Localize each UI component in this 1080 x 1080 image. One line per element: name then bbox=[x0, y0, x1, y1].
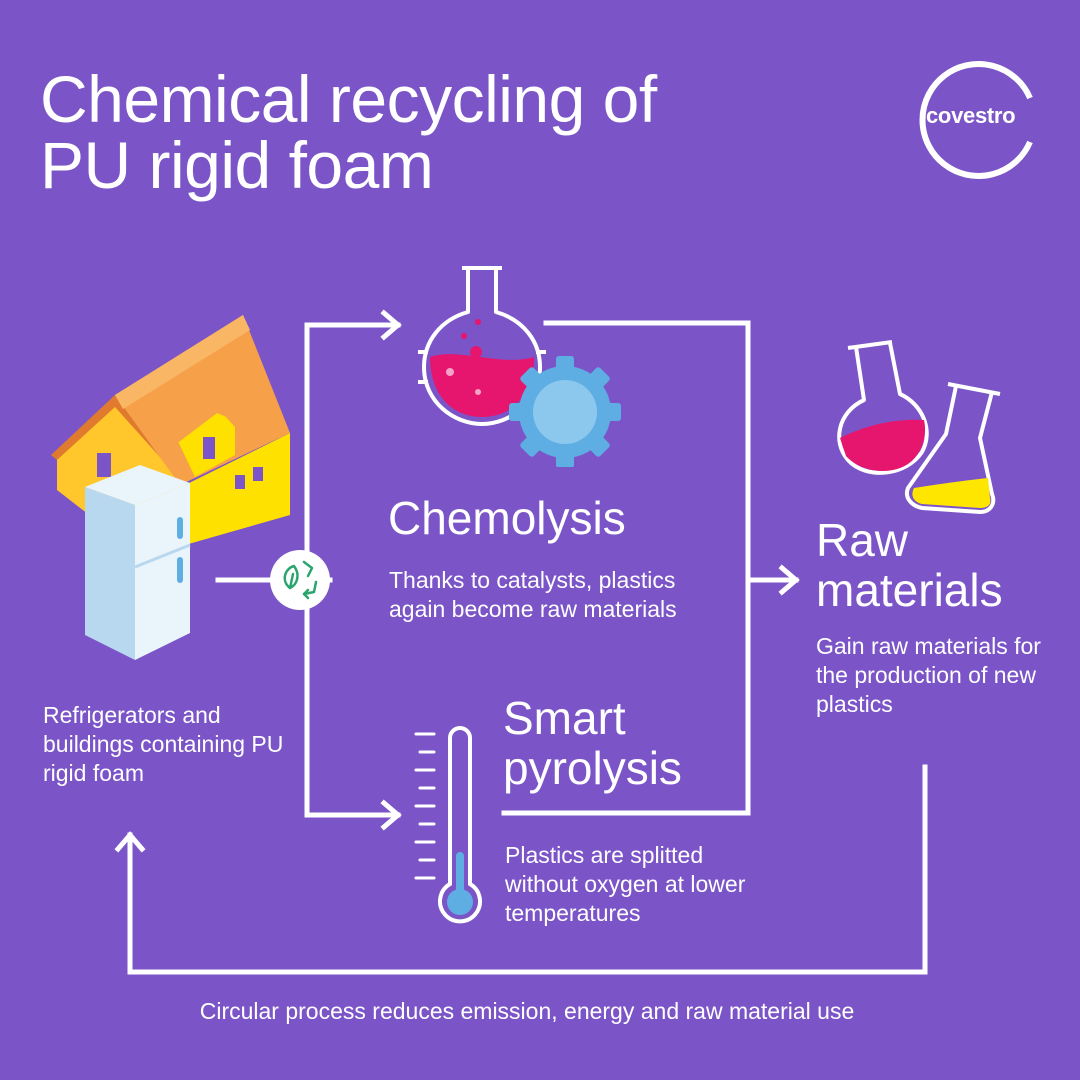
raw-materials-title-line-1: Raw bbox=[816, 514, 909, 566]
house-refrigerator-illustration bbox=[51, 315, 290, 660]
raw-material-flasks-icon bbox=[837, 340, 1001, 514]
pyrolysis-title-line-2: pyrolysis bbox=[503, 742, 682, 794]
pyrolysis-title: Smart pyrolysis bbox=[503, 693, 682, 793]
thermometer-icon bbox=[414, 726, 482, 924]
raw-materials-description: Gain raw materials for the production of… bbox=[816, 633, 1041, 717]
title-line-2: PU rigid foam bbox=[40, 128, 434, 202]
recycle-leaf-icon bbox=[270, 550, 330, 610]
raw-materials-title-line-2: materials bbox=[816, 564, 1003, 616]
chemolysis-description: Thanks to catalysts, plastics again beco… bbox=[389, 567, 677, 622]
raw-materials-title: Raw materials bbox=[816, 515, 1003, 615]
covestro-logo bbox=[919, 61, 1033, 179]
source-description: Refrigerators and buildings containing P… bbox=[43, 702, 284, 786]
refrigerator-icon bbox=[85, 465, 191, 660]
chemolysis-title: Chemolysis bbox=[388, 492, 626, 544]
flask-gear-icon bbox=[418, 266, 621, 467]
footer-caption: Circular process reduces emission, energ… bbox=[199, 998, 855, 1024]
pyrolysis-description: Plastics are splitted without oxygen at … bbox=[505, 842, 746, 926]
pyrolysis-title-line-1: Smart bbox=[503, 692, 626, 744]
title-line-1: Chemical recycling of bbox=[40, 62, 657, 136]
logo-text: covestro bbox=[926, 103, 1016, 128]
page-title: Chemical recycling of PU rigid foam bbox=[40, 66, 657, 198]
